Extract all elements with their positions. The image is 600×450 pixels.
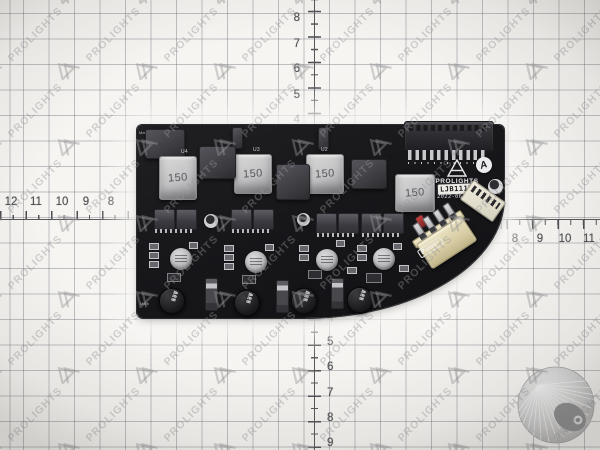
mounting-hole <box>297 213 310 226</box>
ruler-number: 5 <box>293 89 300 101</box>
smd-passive <box>224 254 234 261</box>
smd-passive <box>149 252 159 259</box>
ruler-number: 9 <box>536 233 544 245</box>
smd-passive <box>299 245 309 252</box>
smd-passive <box>357 254 367 261</box>
smd-passive <box>265 244 274 251</box>
smd-ic <box>308 270 322 279</box>
ruler-number: 10 <box>55 196 69 208</box>
inductor: 150 <box>234 154 272 194</box>
mosfet-pair <box>154 209 197 233</box>
smd-ic <box>366 273 382 283</box>
ruler-number: 6 <box>293 63 300 75</box>
inductor-value: 150 <box>314 167 336 181</box>
smd-diode <box>205 278 218 311</box>
smd-passive <box>149 243 159 250</box>
round-component <box>170 248 192 270</box>
revision-letter: A <box>478 158 490 172</box>
revision-badge: A <box>476 157 492 173</box>
mosfet-pair <box>361 213 404 237</box>
smd-ic <box>242 275 256 284</box>
round-component <box>316 249 338 271</box>
smd-passive <box>189 242 198 249</box>
ruler-number: 7 <box>327 387 334 399</box>
ruler-number: 12 <box>4 196 18 208</box>
fiducial-mark-label: Mark <box>140 301 149 306</box>
ruler-number: 8 <box>107 196 115 208</box>
ruler-number: 7 <box>293 38 300 50</box>
ruler-ticks-top-short <box>310 0 318 126</box>
smd-passive <box>357 245 367 252</box>
transformer-block <box>199 146 236 179</box>
sphere-beam-logo-icon <box>517 366 595 444</box>
component-marking <box>321 256 333 264</box>
smd-passive <box>347 267 357 274</box>
inductor-value: 150 <box>404 186 426 200</box>
mosfet-pair <box>231 209 274 233</box>
smd-passive <box>224 245 234 252</box>
connector-slots <box>409 125 489 131</box>
component-marking <box>175 255 187 263</box>
inductor: 150 <box>159 156 197 200</box>
smd-diode <box>276 280 289 313</box>
ruler-number: 8 <box>511 233 519 245</box>
ruler-ticks-bottom-short <box>310 318 318 450</box>
prolights-triangle-logo-icon <box>447 159 467 177</box>
mosfet-pair <box>316 213 359 237</box>
ref-designator: U4 <box>181 149 188 155</box>
smd-passive <box>149 261 159 268</box>
smd-ic <box>167 273 181 282</box>
component-marking <box>250 258 262 266</box>
ruler-number: 11 <box>583 233 595 245</box>
ruler-number: 8 <box>293 12 300 24</box>
ruler-ticks-left-short <box>0 214 138 220</box>
smd-passive <box>299 254 309 261</box>
smd-diode <box>331 278 344 309</box>
smd-passive <box>393 243 402 250</box>
ruler-number: 6 <box>327 361 334 373</box>
ruler-number: 5 <box>327 336 334 348</box>
ref-designator: U3 <box>253 147 260 153</box>
smd-passive <box>336 240 345 247</box>
round-component <box>373 248 395 270</box>
ruler-number: 10 <box>558 233 572 245</box>
ruler-number: 8 <box>327 412 334 424</box>
inductor: 150 <box>395 174 435 212</box>
transformer-block <box>145 129 185 159</box>
ruler-number: 9 <box>82 196 90 208</box>
smd-passive <box>399 265 409 272</box>
ruler-ticks-right-short <box>492 220 600 225</box>
signal-connector <box>404 121 494 152</box>
ruler-number: 9 <box>327 437 334 449</box>
transformer-block <box>276 164 310 200</box>
ruler-number: 11 <box>30 196 42 208</box>
transformer-block <box>351 159 387 189</box>
ref-designator: U2 <box>321 147 328 153</box>
round-component <box>245 251 267 273</box>
mounting-hole <box>204 214 218 228</box>
inductor: 150 <box>306 154 344 194</box>
smd-passive <box>224 263 234 270</box>
inductor-value: 150 <box>242 167 264 181</box>
inductor-value: 150 <box>167 171 189 185</box>
component-marking <box>378 255 390 263</box>
